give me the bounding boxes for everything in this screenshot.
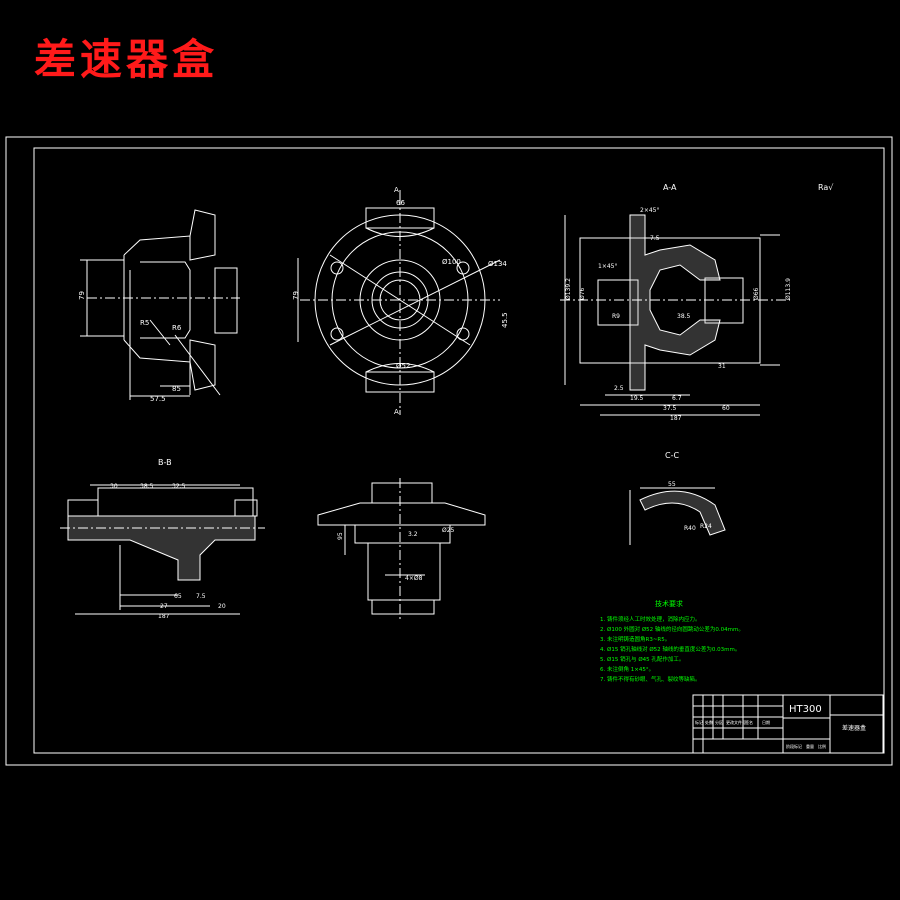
dim-d52: Ø52 <box>396 362 410 370</box>
dim-r6: R6 <box>172 324 182 332</box>
cut-a-top: A <box>394 186 399 194</box>
dim-79-left: 79 <box>78 291 86 300</box>
dim-d25: Ø25 <box>442 527 455 534</box>
dim-2x45: 2×45° <box>640 207 659 214</box>
dim-6-7: 6.7 <box>672 395 682 402</box>
row-label-4: 更改文件号 <box>726 719 746 725</box>
dim-38-5-bb: 38.5 <box>140 483 154 490</box>
dim-d134: Ø134 <box>488 260 507 268</box>
dim-2-5: 2.5 <box>614 385 624 392</box>
inner-frame <box>33 147 885 754</box>
tech-item-1: 1. 铸件须经人工时效处理，消除内应力。 <box>600 615 701 623</box>
scale-label: 比例 <box>818 743 826 749</box>
dim-27: 27 <box>160 603 168 610</box>
row-label-1: 标记 <box>695 719 703 725</box>
section-aa-dims: A-A Ra√ 7.5 2×45° 1×45° Ø76 Ø139.2 Ø113.… <box>565 183 834 422</box>
tech-item-7: 7. 铸件不得有砂眼、气孔、裂纹等缺陷。 <box>600 675 701 683</box>
tech-item-5: 5. Ø15 销孔与 Ø45 孔配作加工。 <box>600 655 684 663</box>
mid-bottom-view <box>317 478 486 620</box>
label-aa: A-A <box>663 183 677 192</box>
cut-a-bottom: A <box>394 408 399 416</box>
dim-57-5: 57.5 <box>150 395 166 403</box>
dim-45-5: 45.5 <box>501 312 509 328</box>
dim-7-5-bb: 7.5 <box>196 593 206 600</box>
label-cc: C-C <box>665 451 679 460</box>
dim-20: 20 <box>218 603 226 610</box>
tech-item-6: 6. 未注倒角 1×45°。 <box>600 665 654 673</box>
dim-d113: Ø113.9 <box>785 278 792 300</box>
dim-d66: Ø66 <box>753 287 760 300</box>
dim-66: 66 <box>396 199 405 207</box>
section-cc-dims: C-C 55 R40 R24 <box>665 451 712 532</box>
dim-187-bb: 187 <box>158 613 170 620</box>
tech-requirements: 技术要求 1. 铸件须经人工时效处理，消除内应力。 2. Ø100 外圆对 Ø5… <box>600 599 744 683</box>
row-label-2: 处数 <box>705 719 713 725</box>
dim-79-front: 79 <box>292 291 300 300</box>
dim-19-5: 19.5 <box>630 395 644 402</box>
dim-4xd8: 4×Ø8 <box>405 575 423 582</box>
dim-d100: Ø100 <box>442 258 461 266</box>
roughness-symbol: Ra√ <box>818 183 834 192</box>
weight-label: 重量 <box>806 743 814 749</box>
tech-item-3: 3. 未注明铸造圆角R3~R5。 <box>600 635 670 643</box>
outer-frame <box>5 136 893 766</box>
left-view-dims: 79 85 57.5 R5 R6 <box>78 291 182 403</box>
title-block-text: HT300 差速器盒 标记 处数 分区 更改文件号 签名 日期 阶段标记 重量 … <box>695 704 866 749</box>
tech-item-4: 4. Ø15 销孔轴线对 Ø52 轴线的垂直度公差为0.03mm。 <box>600 645 740 653</box>
dim-7-5: 7.5 <box>650 235 660 242</box>
part-name-label: 差速器盒 <box>842 724 866 732</box>
dim-37-5: 37.5 <box>663 405 677 412</box>
dim-85-left: 85 <box>172 385 181 393</box>
dim-95: 95 <box>337 532 344 540</box>
dim-r40: R40 <box>684 525 696 532</box>
section-cc-view <box>629 487 726 545</box>
dim-1x45-a: 1×45° <box>598 263 617 270</box>
dim-3-2: 3.2 <box>408 531 418 538</box>
row-label-5: 签名 <box>745 719 753 725</box>
row-label-3: 分区 <box>715 719 723 725</box>
left-side-view <box>80 209 240 400</box>
row-label-6: 日期 <box>762 719 770 725</box>
dim-d76: Ø76 <box>579 287 586 300</box>
dim-60: 60 <box>722 405 730 412</box>
section-aa-view <box>560 214 790 416</box>
front-circular-view <box>297 190 501 415</box>
tech-heading: 技术要求 <box>655 599 683 608</box>
dim-d139: Ø139.2 <box>565 278 572 300</box>
section-bb-dims: B-B 30 38.5 32.5 65 27 7.5 187 20 <box>110 458 226 620</box>
front-view-dims: A A 66 79 Ø100 Ø134 Ø52 45.5 <box>292 186 509 416</box>
dim-32-5: 32.5 <box>172 483 186 490</box>
title-block <box>692 694 884 754</box>
dim-31: 31 <box>718 363 726 370</box>
dim-r9: R9 <box>612 313 620 320</box>
dim-r24: R24 <box>700 523 712 530</box>
stage-label: 阶段标记 <box>786 743 802 749</box>
dim-187-aa: 187 <box>670 415 682 422</box>
dim-38-5: 38.5 <box>677 313 691 320</box>
dim-65: 65 <box>174 593 182 600</box>
material-label: HT300 <box>789 704 822 715</box>
dim-30: 30 <box>110 483 118 490</box>
tech-item-2: 2. Ø100 外圆对 Ø52 轴线的径向圆跳动公差为0.04mm。 <box>600 625 744 633</box>
mid-view-dims: 95 Ø25 3.2 4×Ø8 <box>337 527 455 582</box>
dim-55: 55 <box>668 481 676 488</box>
drawing-title: 差速器盒 <box>34 35 219 84</box>
section-bb-view <box>60 484 265 615</box>
label-bb: B-B <box>158 458 172 467</box>
dim-r5: R5 <box>140 319 149 327</box>
